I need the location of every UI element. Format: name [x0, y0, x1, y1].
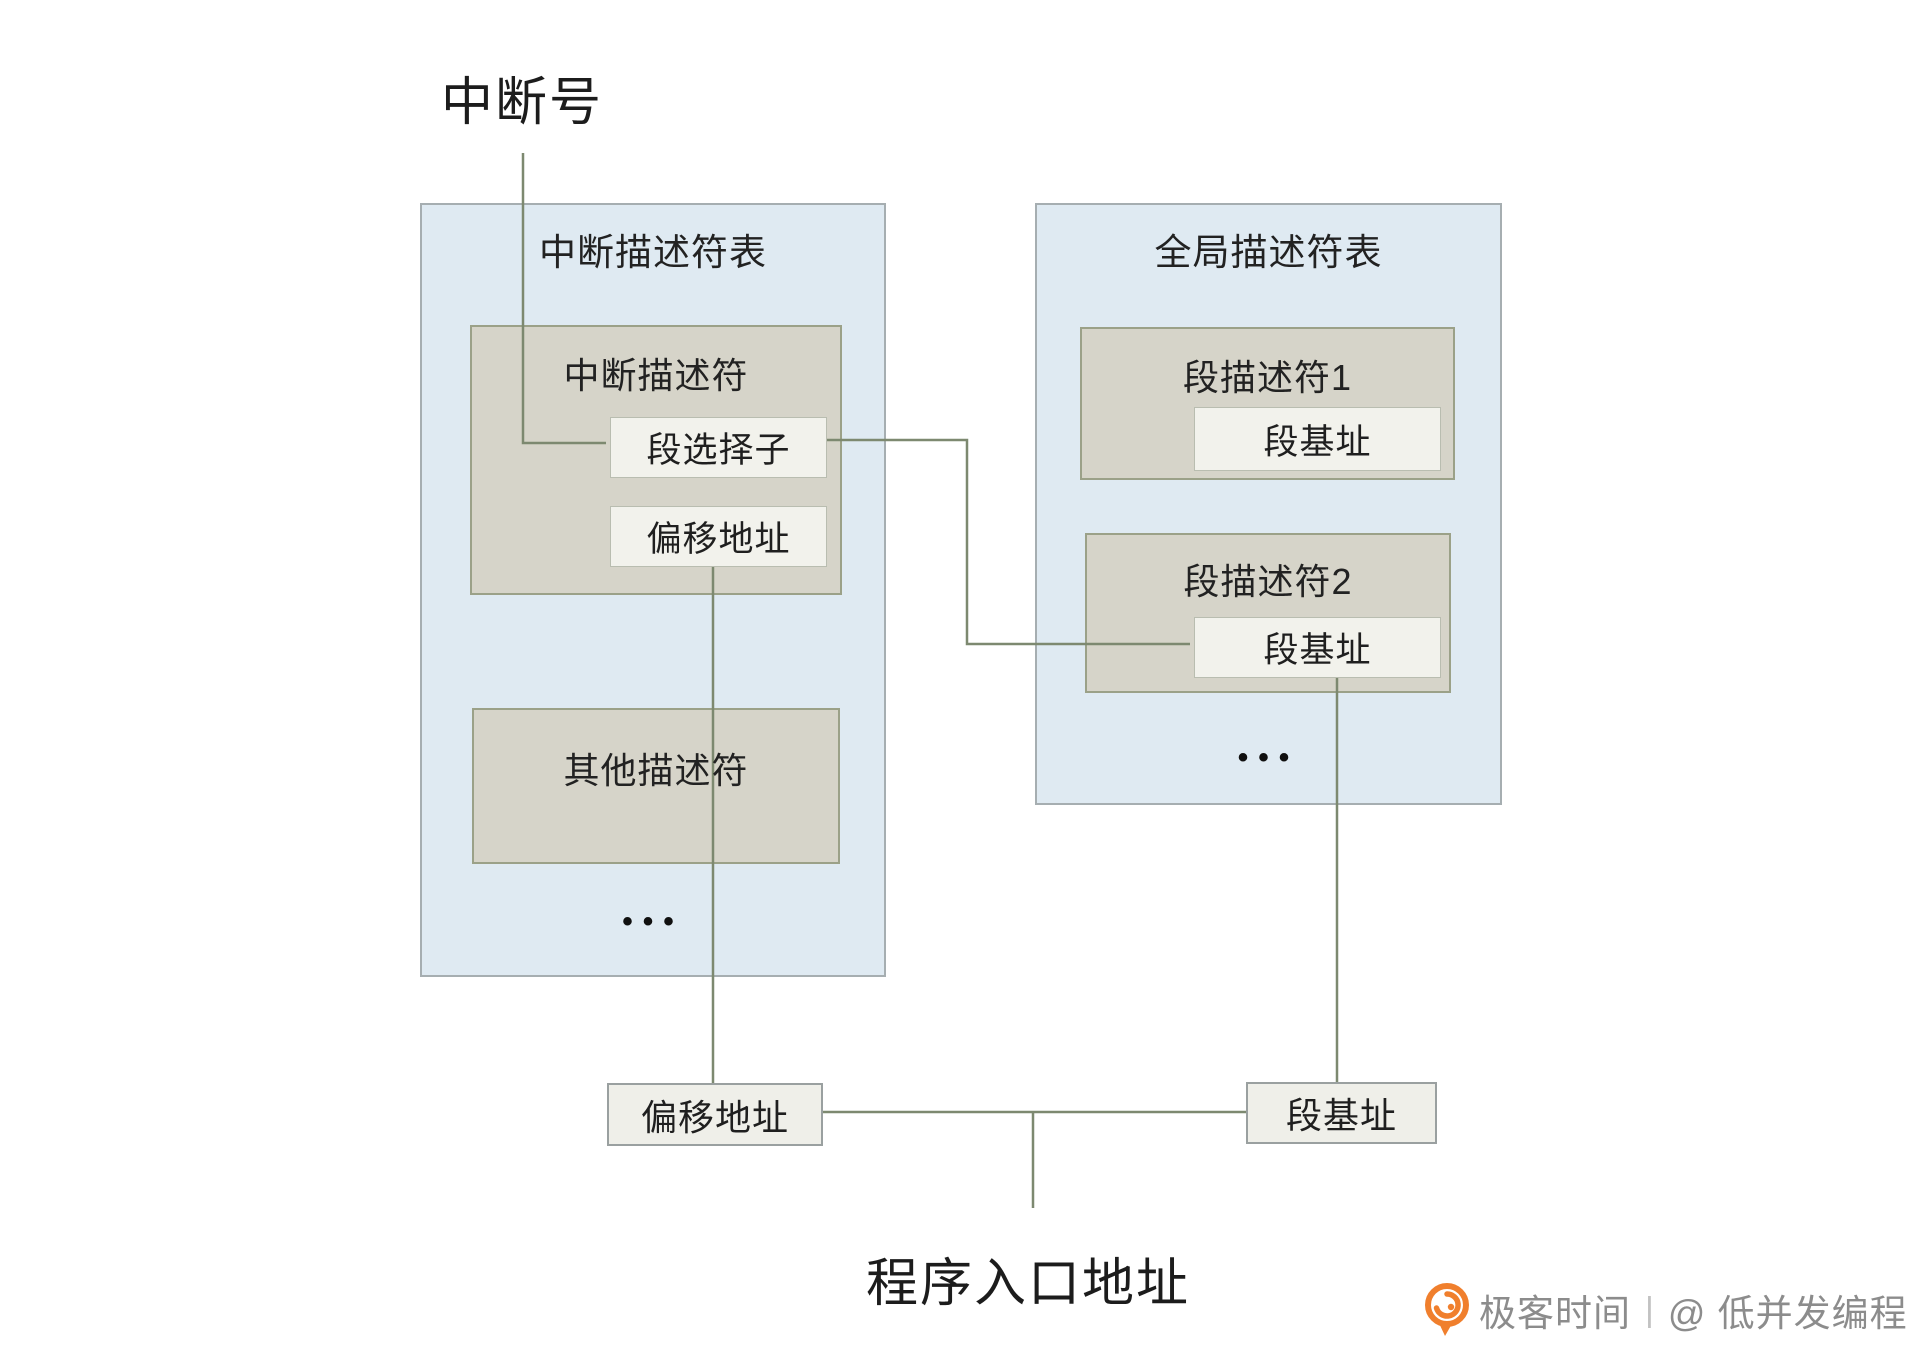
interrupt-descriptor-block: 中断描述符 段选择子 偏移地址 [470, 325, 842, 595]
segment-descriptor1-title: 段描述符1 [1182, 357, 1353, 398]
segment-base-field-1: 段基址 [1194, 407, 1441, 471]
other-descriptor-title: 其他描述符 [563, 750, 749, 791]
line-bottom-boxes-to-entry [823, 1110, 1246, 1208]
gdt-panel-title: 全局描述符表 [1154, 232, 1383, 273]
segment-descriptor2-title: 段描述符2 [1183, 561, 1353, 602]
watermark-author-text: @ 低并发编程 [1667, 1293, 1908, 1334]
idt-panel-title: 中断描述符表 [539, 232, 767, 273]
bottom-offset-box: 偏移地址 [607, 1083, 823, 1146]
watermark-divider: | [1645, 1290, 1654, 1329]
geektime-logo-icon [1425, 1283, 1469, 1336]
segment-descriptor1-block: 段描述符1 段基址 [1080, 327, 1455, 480]
idt-ellipsis-dots: ••• [622, 905, 684, 938]
segment-descriptor2-block: 段描述符2 段基址 [1085, 533, 1451, 693]
interrupt-descriptor-title: 中断描述符 [563, 355, 749, 396]
watermark-brand-text: 极客时间 [1479, 1293, 1631, 1334]
bottom-base-box: 段基址 [1246, 1082, 1437, 1144]
offset-address-field: 偏移地址 [610, 506, 827, 567]
interrupt-number-label: 中断号 [441, 74, 604, 132]
other-descriptor-block: 其他描述符 [472, 708, 840, 864]
segment-selector-field: 段选择子 [610, 417, 827, 478]
watermark: 极客时间 | @ 低并发编程 [1424, 1282, 1908, 1338]
gdt-panel: 全局描述符表 段描述符1 段基址 段描述符2 段基址 ••• [1035, 203, 1502, 805]
segment-base-field-2: 段基址 [1194, 617, 1441, 678]
program-entry-label: 程序入口地址 [865, 1255, 1190, 1313]
gdt-ellipsis-dots: ••• [1237, 741, 1300, 774]
idt-panel: 中断描述符表 中断描述符 段选择子 偏移地址 其他描述符 ••• [420, 203, 886, 977]
